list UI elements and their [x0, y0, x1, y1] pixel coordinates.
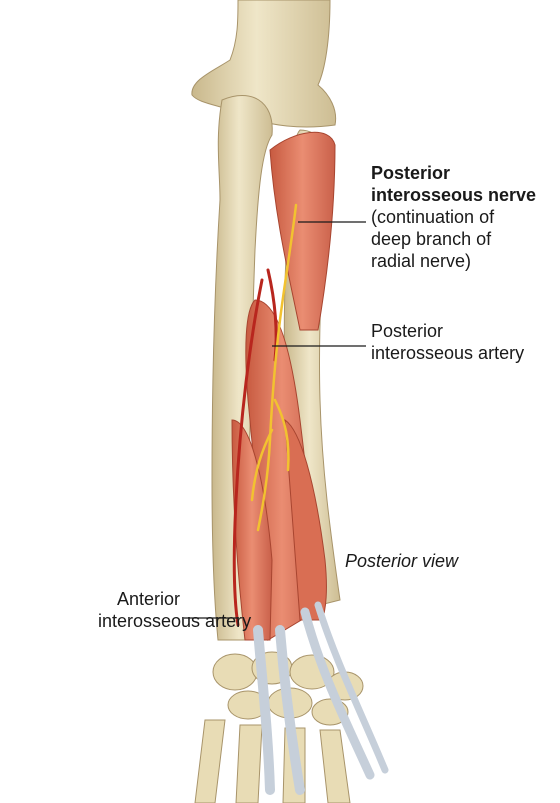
nerve-note-line2: deep branch of	[371, 229, 492, 249]
nerve-title-line1: Posterior	[371, 163, 451, 183]
carpal-bones	[194, 651, 364, 803]
nerve-note-line3: radial nerve)	[371, 251, 472, 271]
anterior-artery-line1: Anterior	[116, 589, 180, 609]
deep-extensor-muscles	[231, 299, 327, 641]
anterior-artery-line2: interosseous artery	[98, 611, 252, 631]
posterior-interosseous-artery-label: Posterior interosseous artery	[371, 320, 524, 364]
supinator-muscle	[269, 131, 336, 331]
anterior-interosseous-artery-vessel	[232, 278, 264, 627]
posterior-interosseous-nerve-fiber	[250, 203, 298, 532]
nerve-note-line1: (continuation of	[371, 207, 495, 227]
view-caption-text: Posterior view	[345, 551, 459, 571]
leader-lines	[184, 221, 366, 619]
posterior-artery-line1: Posterior	[371, 321, 444, 341]
posterior-artery-line2: interosseous artery	[371, 343, 525, 363]
anterior-interosseous-artery-label: Anterior interosseous artery	[98, 588, 252, 632]
nerve-title-line2: interosseous nerve	[371, 185, 537, 205]
tendons	[253, 601, 389, 795]
view-caption: Posterior view	[345, 550, 458, 572]
posterior-interosseous-nerve-label: Posterior interosseous nerve (continuati…	[371, 162, 536, 272]
